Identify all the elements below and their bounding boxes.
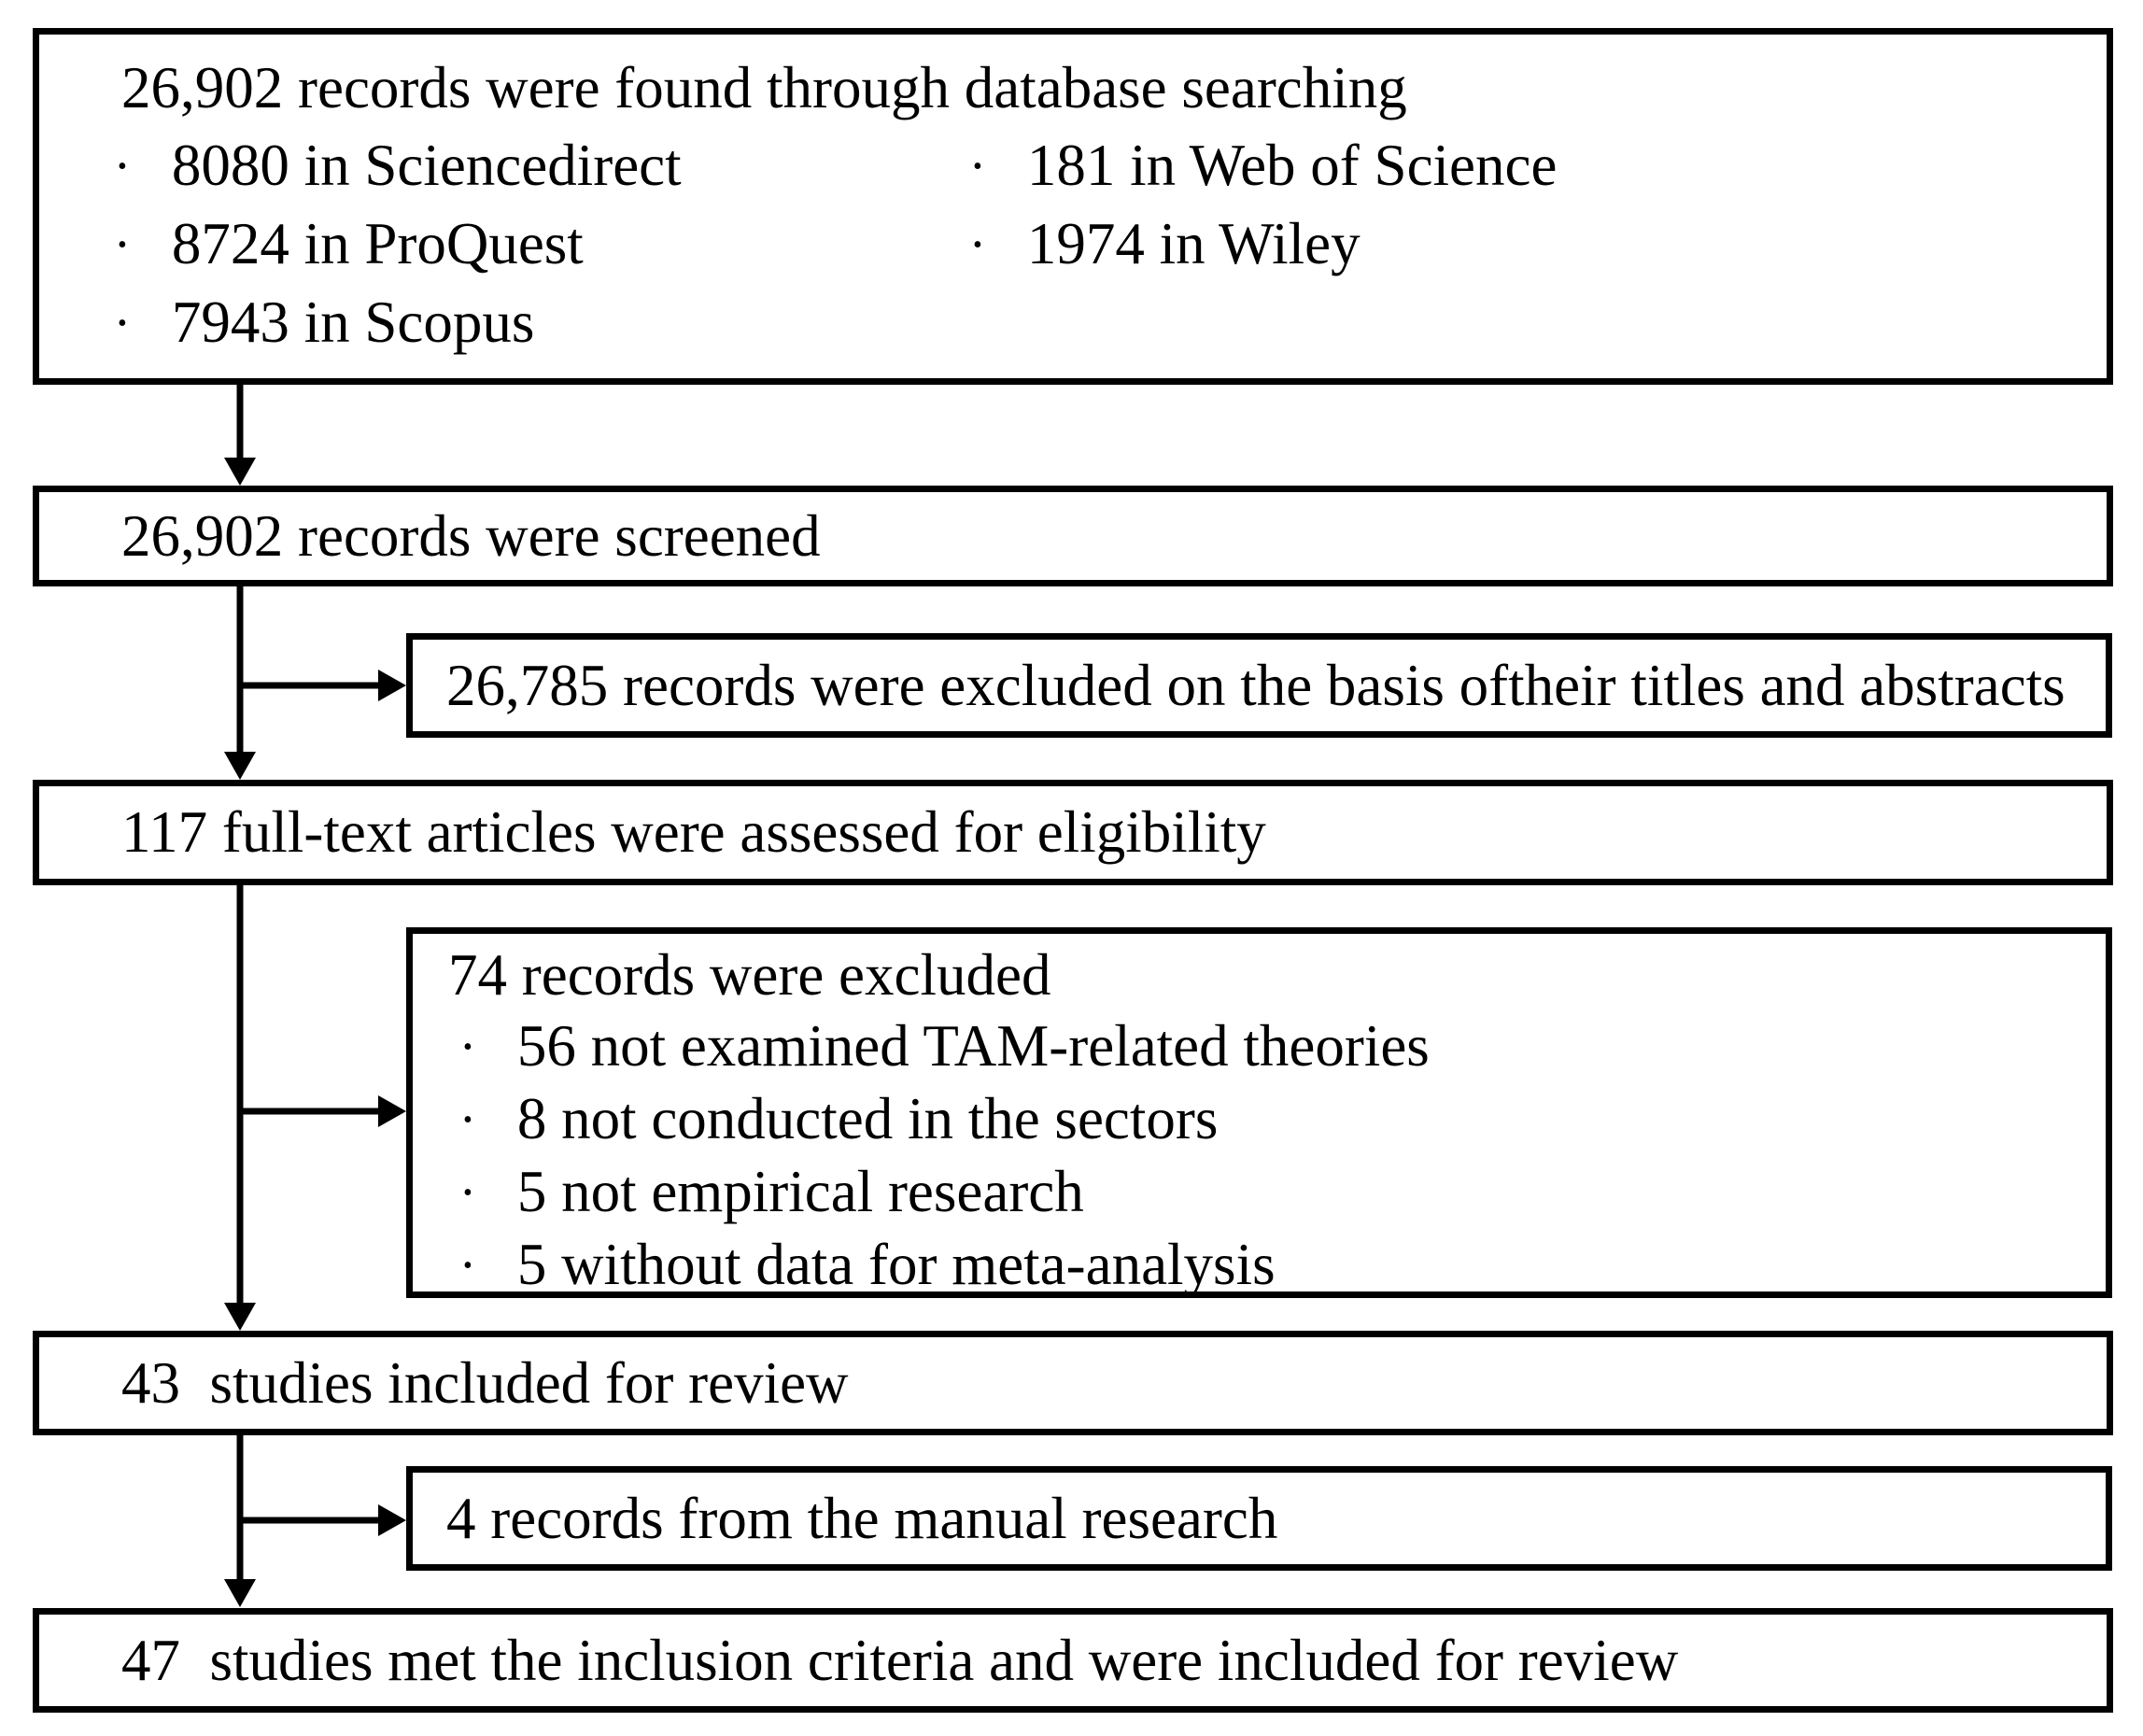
box-final-included: 47 studies met the inclusion criteria an… xyxy=(33,1608,2113,1713)
bullet-icon: • xyxy=(118,309,127,338)
found-source-column-1: • 8080 in Sciencedirect • 8724 in ProQuest… xyxy=(118,127,977,362)
list-item: • 8080 in Sciencedirect xyxy=(118,127,977,205)
bullet-icon: • xyxy=(463,1033,472,1062)
list-item: • 7943 in Scopus xyxy=(118,284,977,362)
arrow-found-to-screened xyxy=(224,385,256,486)
excluded-fulltext-title: 74 records were excluded xyxy=(448,942,1051,1008)
box-studies-included-review: 43 studies included for review xyxy=(33,1331,2113,1435)
bullet-icon: • xyxy=(973,231,982,260)
box-text: 26,785 records were excluded on the basi… xyxy=(446,652,2065,718)
box-text: 26,902 records were screened xyxy=(121,502,821,569)
box-text: 43 studies included for review xyxy=(121,1349,849,1416)
bullet-icon: • xyxy=(463,1106,472,1135)
box-text: 4 records from the manual research xyxy=(446,1485,1278,1551)
list-item: • 56 not examined TAM-related theories xyxy=(463,1010,2087,1083)
arrow-branch-manual-records xyxy=(240,1504,406,1536)
list-item: • 8724 in ProQuest xyxy=(118,205,977,284)
list-item: • 8 not conducted in the sectors xyxy=(463,1083,2087,1156)
list-item-text: 5 without data for meta-analysis xyxy=(516,1232,1276,1297)
box-excluded-fulltext: 74 records were excluded • 56 not examine… xyxy=(406,927,2112,1298)
bullet-icon: • xyxy=(973,152,982,181)
arrow-screened-to-eligibility xyxy=(224,586,256,780)
list-item-text: 8724 in ProQuest xyxy=(171,211,584,276)
box-excluded-titles-abstracts: 26,785 records were excluded on the basi… xyxy=(406,633,2112,738)
list-item-text: 5 not empirical research xyxy=(516,1159,1084,1224)
bullet-icon: • xyxy=(463,1251,472,1280)
list-item-text: 8 not conducted in the sectors xyxy=(516,1086,1219,1151)
list-item-text: 181 in Web of Science xyxy=(1026,133,1558,198)
list-item-text: 56 not examined TAM-related theories xyxy=(516,1013,1430,1079)
box-text: 47 studies met the inclusion criteria an… xyxy=(121,1627,1679,1693)
arrow-branch-excluded-fulltext xyxy=(240,1095,406,1127)
found-title: 26,902 records were found through databa… xyxy=(121,55,1407,120)
arrow-branch-excluded-screening xyxy=(240,670,406,701)
found-source-column-2: • 181 in Web of Science • 1974 in Wiley xyxy=(973,127,1557,362)
bullet-icon: • xyxy=(463,1179,472,1207)
arrow-eligibility-to-review xyxy=(224,885,256,1331)
box-fulltext-assessed: 117 full-text articles were assessed for… xyxy=(33,780,2113,885)
box-records-screened: 26,902 records were screened xyxy=(33,486,2113,586)
list-item: • 5 without data for meta-analysis xyxy=(463,1229,2087,1302)
box-text: 117 full-text articles were assessed for… xyxy=(121,799,1266,865)
box-records-found: 26,902 records were found through databa… xyxy=(33,28,2113,385)
list-item: • 181 in Web of Science xyxy=(973,127,1557,205)
found-source-columns: • 8080 in Sciencedirect • 8724 in ProQuest… xyxy=(118,127,2088,362)
box-manual-records: 4 records from the manual research xyxy=(406,1466,2112,1571)
list-item-text: 7943 in Scopus xyxy=(171,289,535,355)
arrow-review-to-final xyxy=(224,1435,256,1607)
bullet-icon: • xyxy=(118,152,127,181)
list-item-text: 1974 in Wiley xyxy=(1026,211,1361,276)
list-item-text: 8080 in Sciencedirect xyxy=(171,133,682,198)
list-item: • 1974 in Wiley xyxy=(973,205,1557,284)
bullet-icon: • xyxy=(118,231,127,260)
list-item: • 5 not empirical research xyxy=(463,1156,2087,1229)
